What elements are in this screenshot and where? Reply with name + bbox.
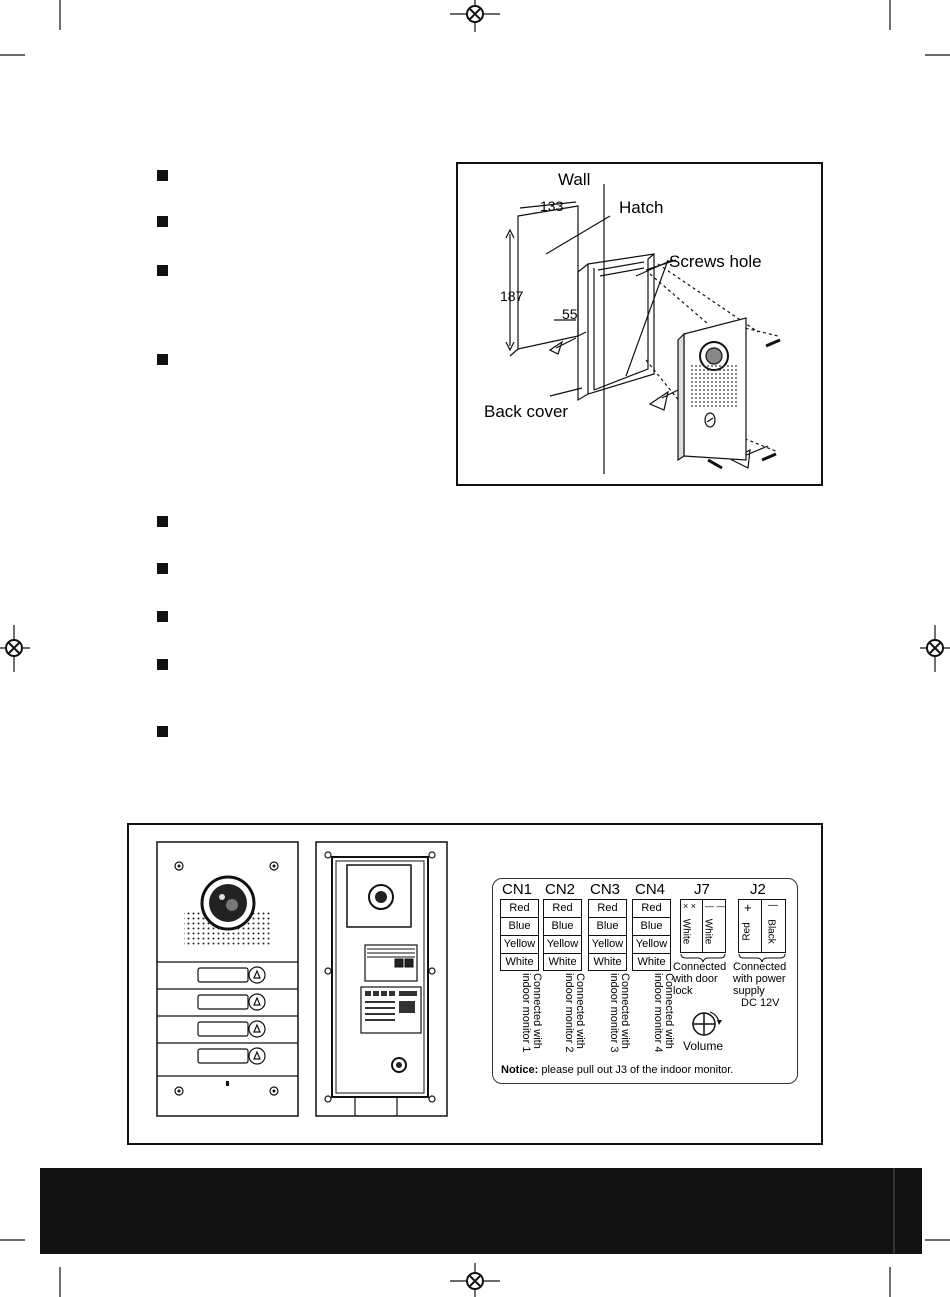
wire-label: Yellow (633, 936, 670, 954)
notice: Notice: please pull out J3 of the indoor… (501, 1064, 733, 1076)
wire-label: White (637, 956, 666, 968)
wire-label: Yellow (501, 936, 538, 954)
wire-label: Red (501, 900, 538, 918)
pin-label: Black (765, 919, 777, 944)
wire-label: Red (589, 900, 626, 918)
pin-sign: — — (705, 901, 726, 911)
back-cover-label: Back cover (484, 402, 569, 421)
wire-label: White (505, 956, 534, 968)
pin-label: White (680, 918, 692, 945)
j2-voltage: DC 12V (741, 997, 780, 1009)
bullet-icon (157, 265, 168, 276)
crosshair-icon (0, 625, 30, 672)
connector-cn3: Red Blue Yellow White (588, 899, 627, 971)
installation-drawing (505, 184, 781, 474)
hatch-label: Hatch (619, 198, 664, 217)
j2-brace (738, 953, 786, 963)
connector-cn2-label: CN2 (545, 881, 576, 898)
cn2-note: Connected with indoor monitor 2 (563, 973, 586, 1053)
bullet-icon (157, 726, 168, 737)
j7-note-line3: lock (673, 985, 693, 997)
bullet-icon (157, 354, 168, 365)
pin-sign: + (744, 900, 752, 915)
cn4-note: Connected with indoor monitor 4 (652, 973, 675, 1053)
footer-bar (40, 1168, 922, 1254)
crosshair-icon (450, 0, 500, 32)
connector-cn4-label: CN4 (635, 881, 666, 898)
bullet-icon (157, 216, 168, 227)
connector-cn4: Red Blue Yellow White (632, 899, 671, 971)
connector-cn2: Red Blue Yellow White (543, 899, 582, 971)
wire-label: Blue (501, 918, 538, 936)
door-station-front (156, 841, 299, 1117)
cn3-note: Connected with indoor monitor 3 (608, 973, 631, 1053)
wire-label: Red (633, 900, 670, 918)
j2-note-line1: Connected (733, 961, 787, 973)
screws-hole-label: Screws hole (669, 252, 762, 271)
crosshair-icon (920, 625, 950, 672)
cn1-note: Connected with indoor monitor 1 (520, 973, 543, 1053)
pin-sign: × × (683, 901, 697, 911)
j7-note-line2: with door (673, 973, 718, 985)
j7-note-line1: Connected (673, 961, 727, 973)
bullet-icon (157, 659, 168, 670)
height-dimension: 187 (500, 288, 524, 304)
width-dimension: 133 (540, 198, 564, 214)
connector-j2-label: J2 (750, 881, 766, 898)
footer-divider (893, 1168, 895, 1254)
bullet-icon (157, 170, 168, 181)
connector-cn1: Red Blue Yellow White (500, 899, 539, 971)
installation-diagram: Wall Hatch Screws hole Back cover 133 18… (456, 162, 823, 486)
j7-brace (680, 953, 726, 963)
connector-cn3-label: CN3 (590, 881, 621, 898)
door-station-rear (315, 841, 448, 1117)
j2-note-line2: with power (733, 973, 786, 985)
wire-label: Yellow (589, 936, 626, 954)
connector-j7: × × — — White White (680, 899, 726, 953)
volume-knob-icon[interactable] (688, 1009, 724, 1039)
depth-dimension: 55 (562, 306, 578, 322)
pin-label: White (702, 918, 714, 945)
wire-label: Blue (544, 918, 581, 936)
wire-label: Blue (589, 918, 626, 936)
notice-label: Notice: (501, 1064, 539, 1076)
bullet-icon (157, 516, 168, 527)
connector-cn1-label: CN1 (502, 881, 533, 898)
notice-text: please pull out J3 of the indoor monitor… (538, 1064, 734, 1076)
bullet-icon (157, 611, 168, 622)
crosshair-icon (450, 1263, 500, 1297)
pin-sign: — (768, 900, 778, 911)
wall-label: Wall (558, 170, 591, 189)
connector-j7-label: J7 (694, 881, 710, 898)
wiring-diagram: CN1 CN2 CN3 CN4 J7 J2 Red Blue Yellow Wh… (127, 823, 823, 1145)
j2-note-line3: supply (733, 985, 765, 997)
wire-label: Blue (633, 918, 670, 936)
wire-label: White (548, 956, 577, 968)
wire-label: Yellow (544, 936, 581, 954)
connector-j2: + — Red Black (738, 899, 786, 953)
volume-label: Volume (683, 1039, 724, 1053)
pin-label: Red (741, 922, 753, 941)
wire-label: White (593, 956, 622, 968)
bullet-icon (157, 563, 168, 574)
wire-label: Red (544, 900, 581, 918)
